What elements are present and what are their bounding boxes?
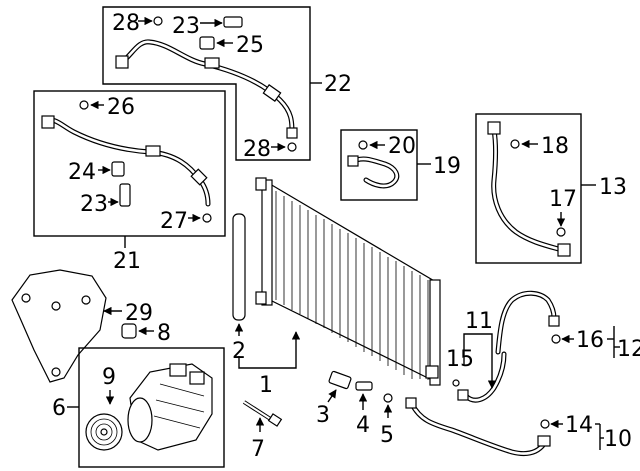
callout-24[interactable]: 24 [68,160,96,185]
hose-12-fitting [548,315,560,327]
callout-7[interactable]: 7 [251,437,265,462]
hose-22-crimp [262,84,282,102]
callout-10[interactable]: 10 [604,427,632,452]
hose-22-port [286,127,298,139]
hose-19-fitting [347,155,359,167]
o-ring-20[interactable] [358,140,368,150]
callout-4[interactable]: 4 [356,413,370,438]
group-22-outline [102,6,311,161]
condenser-left-tank [261,179,273,306]
pressure-switch-3[interactable] [328,370,352,390]
callout-17[interactable]: 17 [549,187,577,212]
condenser-core [269,182,437,383]
hose-11-fitting [457,389,469,401]
hose-13-top-fitting [487,121,501,135]
valve-core-4[interactable] [355,381,373,391]
hose-21-sleeve [145,145,161,157]
callout-1-leader [238,331,301,369]
condenser-1[interactable] [255,177,441,386]
callout-19[interactable]: 19 [433,154,461,179]
bushing-25[interactable] [199,36,215,50]
callout-1[interactable]: 1 [259,373,273,398]
bolt-7[interactable] [242,400,283,427]
callout-15[interactable]: 15 [446,347,474,372]
callout-26[interactable]: 26 [107,95,135,120]
callout-8[interactable]: 8 [157,321,171,346]
callout-20[interactable]: 20 [388,134,416,159]
hose-22[interactable] [119,39,295,135]
o-ring-5[interactable] [383,393,393,403]
compressor-body[interactable] [127,363,213,451]
o-ring-15[interactable] [452,379,460,387]
callout-2[interactable]: 2 [232,339,246,364]
callout-5[interactable]: 5 [380,423,394,448]
callout-27[interactable]: 27 [160,209,188,234]
callout-11[interactable]: 11 [465,309,493,334]
condenser-right-tank [429,279,441,386]
condenser-outlet [425,365,439,379]
condenser-fins [275,191,429,380]
group-21: 21 26 24 23 27 [33,90,226,274]
o-ring-28-bottom[interactable] [287,142,297,152]
hose-22-sleeve [204,57,220,69]
bushing-8[interactable] [121,323,137,339]
callout-25[interactable]: 25 [236,33,264,58]
o-ring-28-top[interactable] [153,16,163,26]
callout-18[interactable]: 18 [541,134,569,159]
group-13: 13 18 17 [475,113,627,264]
hose-19[interactable] [349,156,400,189]
o-ring-17[interactable] [556,227,566,237]
receiver-drier-2[interactable] [232,213,246,321]
group-19: 19 20 [340,129,461,201]
bushing-24[interactable] [111,161,125,177]
o-ring-27[interactable] [202,213,212,223]
callout-3[interactable]: 3 [316,403,330,428]
hose-21-end-fitting [41,115,55,129]
group-6: 6 9 [52,347,225,468]
hose-10-fitting [405,397,417,409]
group-13-outline [475,113,582,264]
group-21-outline [33,90,226,237]
o-ring-18[interactable] [510,139,520,149]
callout-9[interactable]: 9 [102,365,116,390]
callout-28-bottom[interactable]: 28 [243,137,271,162]
callout-11-leader [463,333,497,389]
callout-16[interactable]: 16 [576,328,604,353]
callout-28-top[interactable]: 28 [112,11,140,36]
condenser-bracket-bottom [255,291,267,305]
callout-29[interactable]: 29 [125,301,153,326]
o-ring-16[interactable] [551,334,561,344]
hose-13-bottom-fitting [557,243,571,257]
condenser-bracket-top [255,177,267,191]
callout-14[interactable]: 14 [565,413,593,438]
callout-23-top[interactable]: 23 [172,14,200,39]
hose-10[interactable] [409,401,547,457]
bracket-29[interactable] [11,269,107,383]
compressor-clutch-9[interactable] [85,413,123,451]
sensor-23-left[interactable] [119,183,131,207]
o-ring-26[interactable] [79,100,89,110]
callout-12[interactable]: 12 [617,337,640,362]
callout-13[interactable]: 13 [599,175,627,200]
callout-6[interactable]: 6 [52,396,66,421]
callout-22[interactable]: 22 [324,72,352,97]
hose-21-crimp [190,168,208,186]
o-ring-14[interactable] [540,419,550,429]
callout-21[interactable]: 21 [113,249,141,274]
hose-12[interactable] [495,290,557,355]
group-19-outline [340,129,418,201]
group-22: 22 28 23 25 28 [102,6,352,162]
hose-22-end-fitting [115,55,129,69]
hose-10-block [537,435,551,447]
callout-23-left[interactable]: 23 [80,192,108,217]
sensor-23-top[interactable] [223,16,243,28]
